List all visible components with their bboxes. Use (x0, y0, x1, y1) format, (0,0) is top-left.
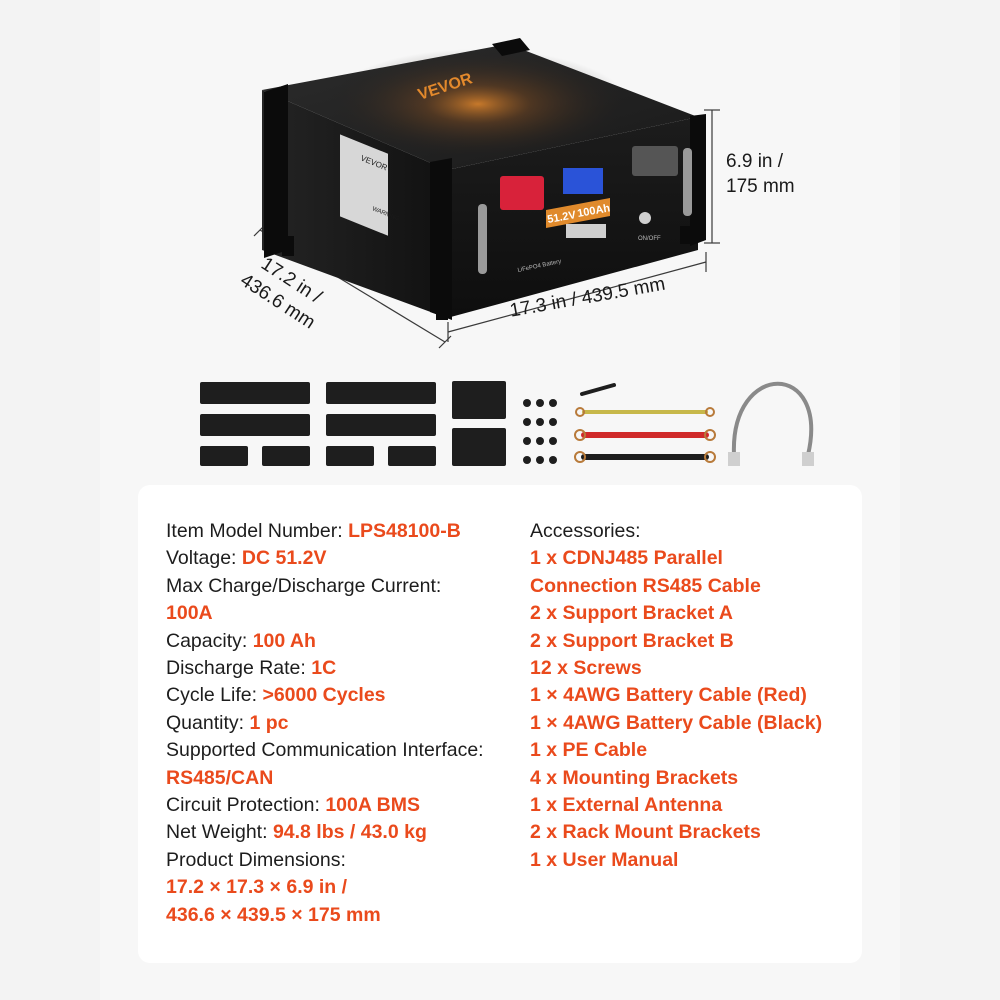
accessory-item: 12 x Screws (530, 657, 642, 680)
accessory-item: 1 x PE Cable (530, 739, 648, 762)
spec-row: Max Charge/Discharge Current: (166, 574, 442, 597)
battery-illustration: VEVOR WARNING 51.2V 100Ah ON/OFF LiFePO4… (200, 38, 814, 466)
height-line-1: 6.9 in / (726, 151, 784, 172)
spec-row: RS485/CAN (166, 766, 274, 789)
width-line (447, 261, 707, 333)
spec-row: 17.2 × 17.3 × 6.9 in / (166, 876, 348, 899)
accessory-item: 1 x CDNJ485 Parallel (530, 547, 723, 570)
top-pattern (328, 49, 628, 159)
support-bracket (200, 382, 310, 404)
mounting-bracket (200, 446, 248, 466)
spec-row: Net Weight: 94.8 lbs / 43.0 kg (166, 821, 427, 844)
spec-row: Quantity: 1 pc (166, 711, 289, 734)
accessory-item: Connection RS485 Cable (530, 574, 761, 597)
spec-row: Cycle Life: >6000 Cycles (166, 684, 386, 707)
accessory-item: 1 × 4AWG Battery Cable (Red) (530, 684, 807, 707)
height-line-2: 175 mm (726, 175, 795, 197)
lcd-display (563, 168, 603, 194)
spec-list: Item Model Number: LPS48100-B Voltage: D… (166, 518, 526, 929)
rack-mount-bracket (452, 428, 506, 466)
spec-row: Item Model Number: LPS48100-B (166, 520, 461, 542)
accessory-item: 1 × 4AWG Battery Cable (Black) (530, 711, 823, 734)
mounting-bracket (262, 446, 310, 466)
spec-row: Capacity: 100 Ah (166, 629, 316, 652)
support-bracket (326, 414, 436, 436)
accessories-illustration (200, 381, 557, 466)
height-dimension-label: 6.9 in / 175 mm (726, 150, 795, 199)
spec-row: Voltage: DC 51.2V (166, 547, 327, 570)
accessory-item: 2 x Rack Mount Brackets (530, 821, 761, 844)
accessories-list: Accessories: 1 x CDNJ485 Parallel Connec… (530, 518, 860, 874)
mounting-bracket (326, 446, 374, 466)
cables (574, 381, 814, 466)
spec-row: Supported Communication Interface: (166, 739, 484, 762)
accessory-item: 2 x Support Bracket B (530, 629, 734, 652)
comm-ports (566, 224, 606, 238)
capacity-badge-text: 100Ah (576, 202, 611, 220)
mounting-bracket (388, 446, 436, 466)
spec-row: 436.6 × 439.5 × 175 mm (166, 903, 381, 926)
rs485-cable (731, 381, 814, 457)
external-antenna (580, 383, 616, 396)
spec-row: 100A (166, 602, 213, 625)
capacity-badge: 51.2V 100Ah (546, 198, 611, 228)
accessory-item: 1 x User Manual (530, 848, 679, 871)
spec-card (138, 485, 862, 963)
spec-row: Circuit Protection: 100A BMS (166, 794, 420, 817)
support-bracket (326, 382, 436, 404)
left-handle (478, 204, 487, 274)
voltage-badge-text: 51.2V (546, 209, 577, 226)
spec-row: Discharge Rate: 1C (166, 657, 337, 680)
rack-mount-bracket (452, 381, 506, 419)
right-handle (683, 148, 692, 216)
screws (523, 399, 557, 464)
positive-terminal (500, 176, 544, 210)
accessory-item: 2 x Support Bracket A (530, 602, 733, 625)
power-button (639, 212, 651, 224)
negative-terminal (632, 146, 678, 176)
switch-text: ON/OFF (638, 236, 661, 242)
side-label-sticker (340, 134, 388, 236)
support-bracket (200, 414, 310, 436)
accessory-item: 1 x External Antenna (530, 794, 723, 817)
accessory-item: 4 x Mounting Brackets (530, 766, 739, 789)
spec-row: Product Dimensions: (166, 848, 346, 871)
accessories-title: Accessories: (530, 520, 641, 542)
